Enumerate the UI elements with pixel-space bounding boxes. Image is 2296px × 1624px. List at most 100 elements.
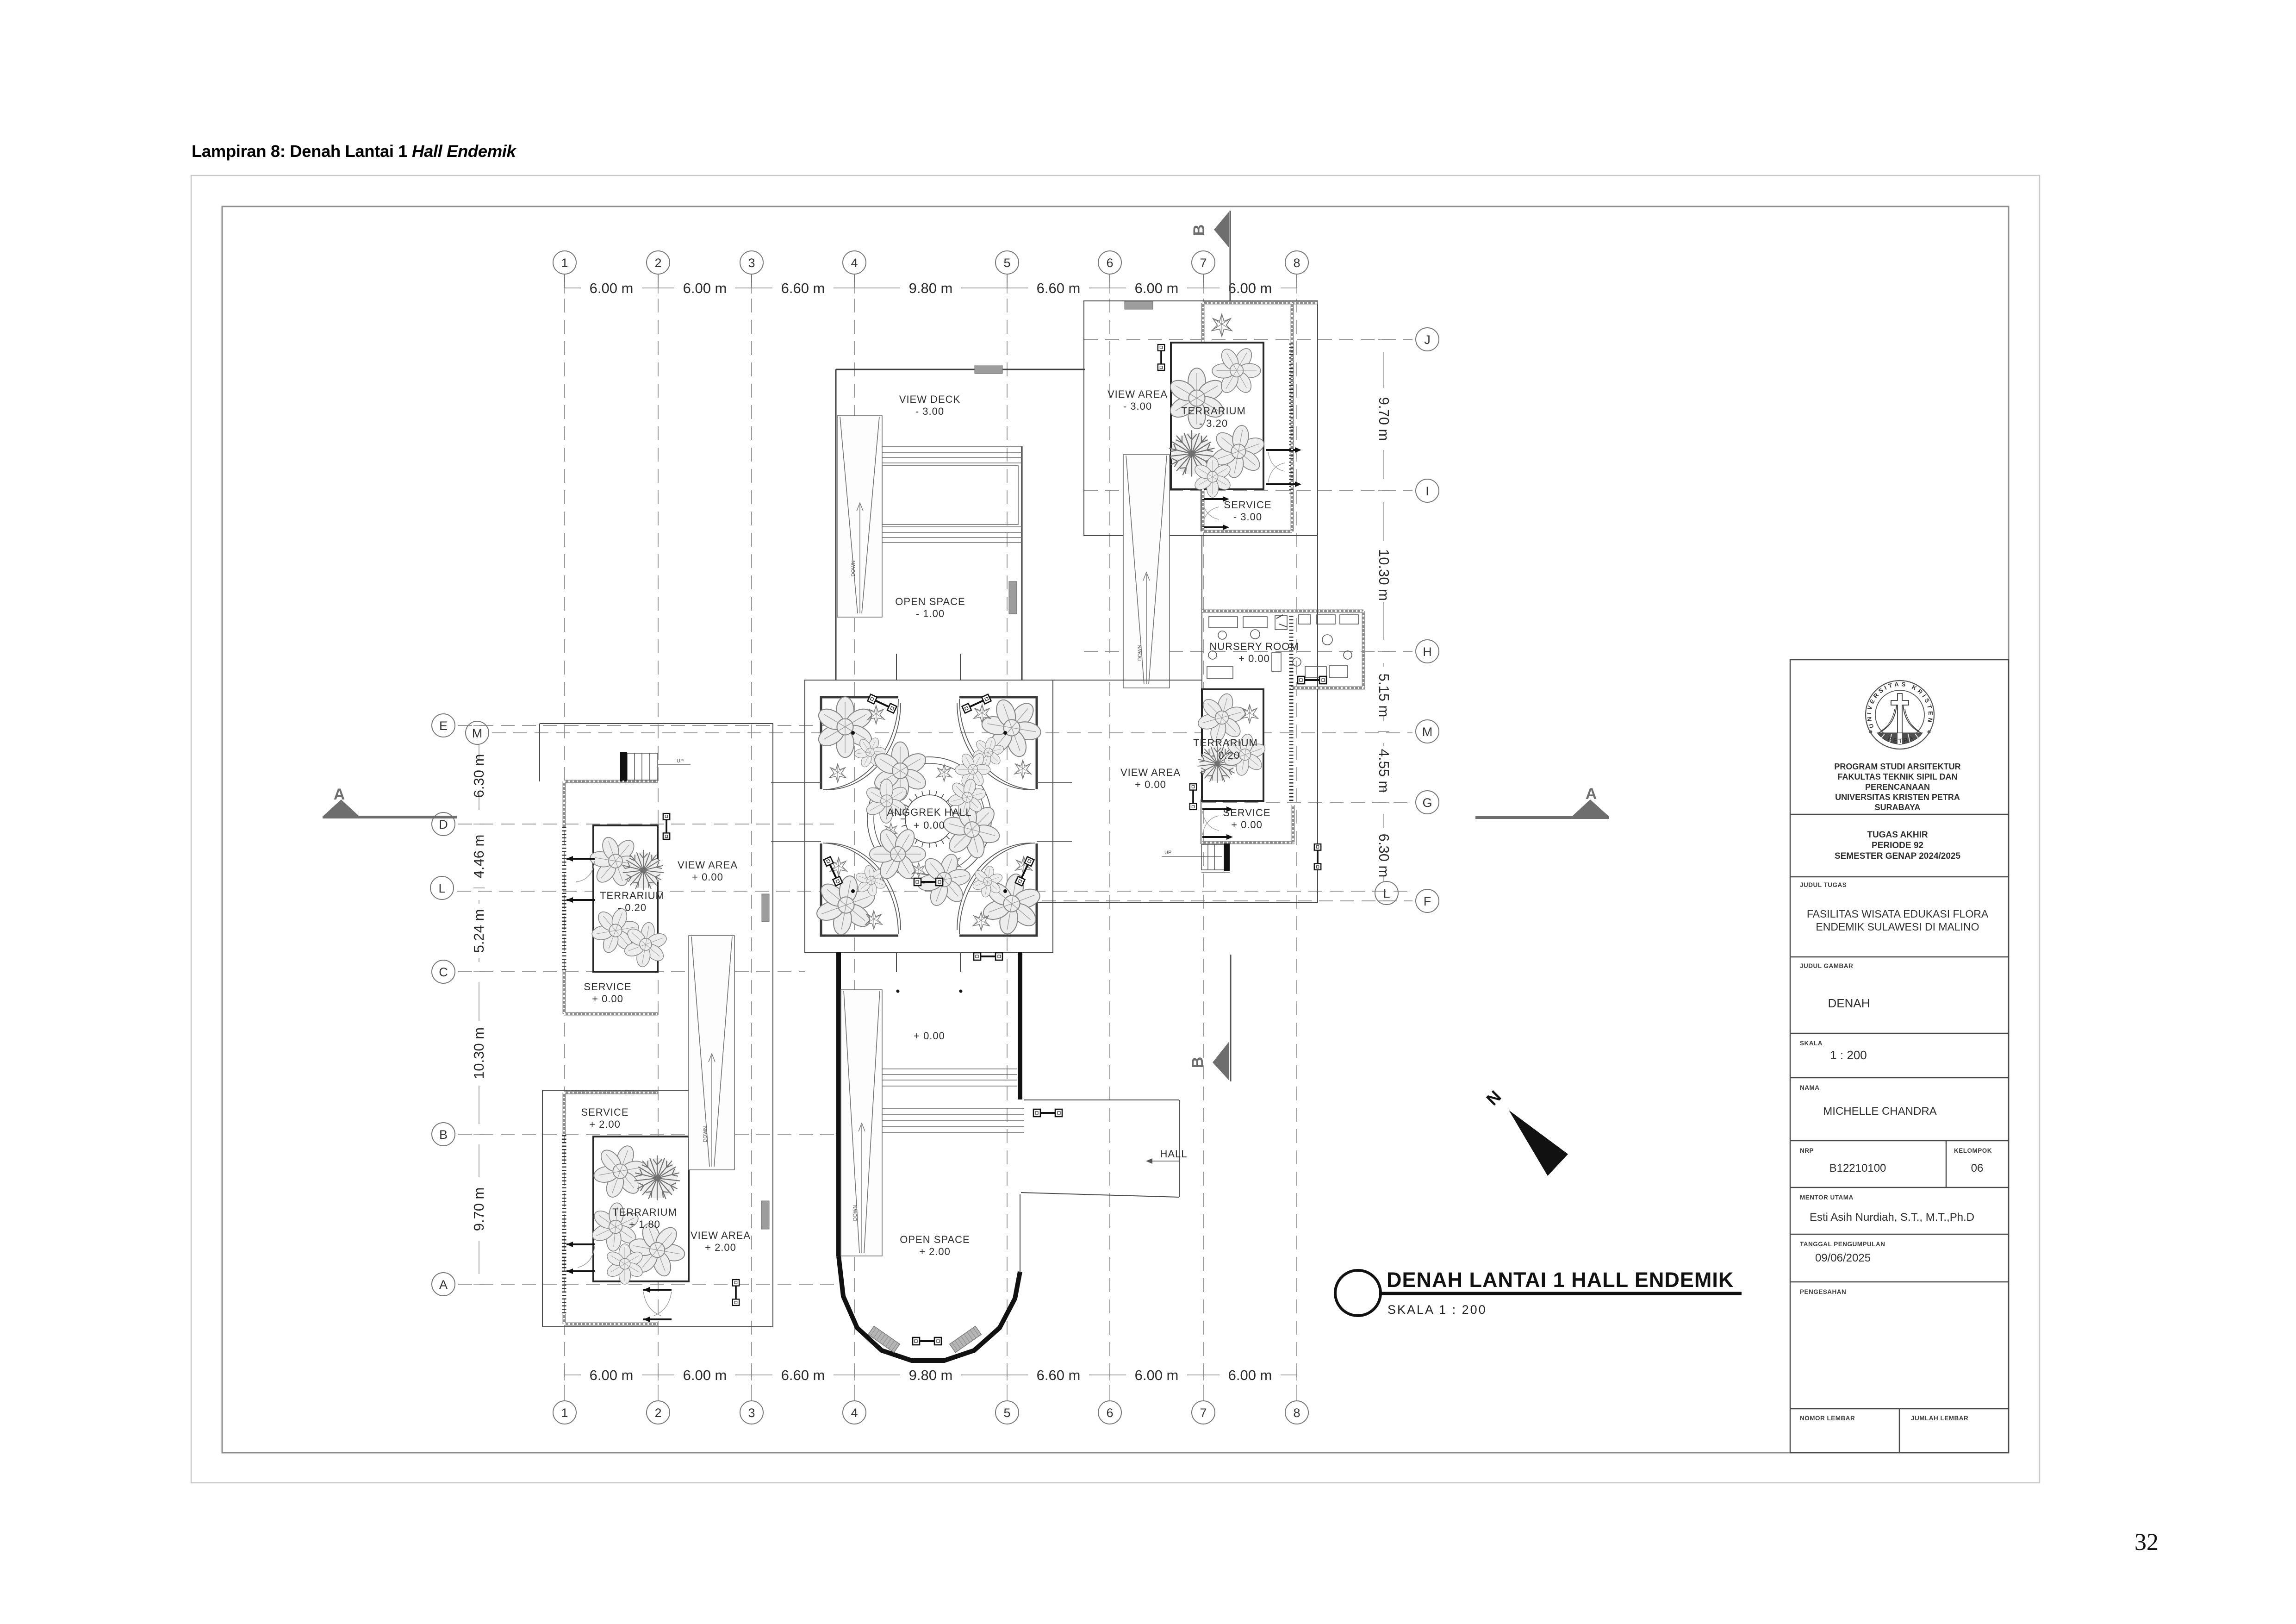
svg-text:4: 4: [851, 1406, 858, 1420]
svg-text:7: 7: [1200, 1406, 1207, 1420]
svg-text:- 0.20: - 0.20: [618, 902, 647, 913]
svg-text:NRP: NRP: [1800, 1147, 1814, 1154]
svg-text:+ 2.00: + 2.00: [919, 1246, 951, 1257]
svg-text:A: A: [1586, 785, 1597, 803]
svg-text:32: 32: [2134, 1529, 2159, 1555]
svg-text:ENDEMIK SULAWESI DI MALINO: ENDEMIK SULAWESI DI MALINO: [1816, 921, 1979, 933]
svg-text:JUDUL TUGAS: JUDUL TUGAS: [1800, 881, 1847, 888]
svg-text:FAKULTAS TEKNIK SIPIL DAN: FAKULTAS TEKNIK SIPIL DAN: [1837, 772, 1957, 781]
svg-text:6.00 m: 6.00 m: [1228, 280, 1272, 296]
svg-text:- 0.20: - 0.20: [1211, 750, 1240, 761]
svg-text:Lampiran 8: Denah Lantai 1 Hal: Lampiran 8: Denah Lantai 1 Hall Endemik: [192, 142, 516, 161]
svg-text:Esti Asih Nurdiah, S.T., M.T.,: Esti Asih Nurdiah, S.T., M.T.,Ph.D: [1810, 1211, 1974, 1224]
svg-text:PENGESAHAN: PENGESAHAN: [1800, 1288, 1846, 1295]
svg-text:KELOMPOK: KELOMPOK: [1954, 1147, 1992, 1154]
svg-text:SKALA 1 : 200: SKALA 1 : 200: [1388, 1303, 1487, 1317]
svg-text:C: C: [439, 965, 448, 979]
svg-text:JUDUL GAMBAR: JUDUL GAMBAR: [1800, 962, 1853, 969]
svg-text:I: I: [1425, 484, 1429, 498]
svg-text:HALL: HALL: [1160, 1148, 1187, 1160]
svg-text:3: 3: [748, 256, 755, 270]
svg-text:6.00 m: 6.00 m: [590, 1367, 634, 1383]
svg-text:6.30 m: 6.30 m: [1376, 834, 1392, 878]
svg-text:- 3.20: - 3.20: [1199, 418, 1228, 429]
svg-text:E: E: [439, 719, 448, 733]
svg-text:VIEW AREA: VIEW AREA: [1108, 388, 1168, 400]
svg-text:VIEW DECK: VIEW DECK: [899, 394, 960, 405]
svg-text:+ 0.00: + 0.00: [1135, 779, 1166, 790]
svg-text:G: G: [1422, 796, 1432, 810]
svg-text:B: B: [1190, 225, 1208, 236]
svg-text:SEMESTER GENAP 2024/2025: SEMESTER GENAP 2024/2025: [1835, 851, 1961, 861]
svg-text:2: 2: [654, 1406, 661, 1420]
svg-text:6.60 m: 6.60 m: [781, 1367, 825, 1383]
svg-text:J: J: [1424, 333, 1431, 347]
svg-text:DOWN: DOWN: [851, 561, 856, 577]
svg-text:1: 1: [561, 1406, 568, 1420]
svg-text:SERVICE: SERVICE: [581, 1106, 628, 1118]
svg-text:9.80 m: 9.80 m: [909, 280, 953, 296]
svg-text:5: 5: [1003, 256, 1010, 270]
svg-text:B: B: [1189, 1057, 1207, 1068]
svg-text:4.55 m: 4.55 m: [1376, 749, 1392, 793]
svg-text:+ 0.00: + 0.00: [914, 1030, 945, 1042]
svg-text:H: H: [1423, 645, 1432, 659]
svg-text:B: B: [439, 1128, 448, 1142]
svg-text:SKALA: SKALA: [1800, 1040, 1823, 1047]
svg-text:+ 0.00: + 0.00: [692, 871, 723, 883]
svg-text:DOWN: DOWN: [1137, 645, 1143, 661]
svg-text:6.60 m: 6.60 m: [1037, 1367, 1081, 1383]
svg-text:6.00 m: 6.00 m: [1135, 280, 1179, 296]
svg-text:TANGGAL PENGUMPULAN: TANGGAL PENGUMPULAN: [1800, 1241, 1885, 1248]
svg-text:+ 0.00: + 0.00: [1238, 653, 1270, 664]
svg-text:6.60 m: 6.60 m: [781, 280, 825, 296]
svg-text:- 3.00: - 3.00: [915, 406, 944, 417]
svg-text:A: A: [439, 1278, 448, 1292]
svg-text:06: 06: [1971, 1162, 1984, 1174]
svg-text:OPEN SPACE: OPEN SPACE: [895, 596, 965, 607]
svg-text:+ 0.00: + 0.00: [914, 819, 945, 831]
svg-text:UP: UP: [677, 758, 684, 764]
svg-text:09/06/2025: 09/06/2025: [1815, 1252, 1871, 1264]
svg-text:D: D: [439, 818, 448, 831]
svg-text:MENTOR UTAMA: MENTOR UTAMA: [1800, 1194, 1854, 1201]
svg-text:5.24 m: 5.24 m: [471, 909, 487, 953]
svg-text:+ 0.00: + 0.00: [592, 993, 623, 1005]
svg-text:5.15 m: 5.15 m: [1376, 674, 1392, 718]
svg-text:PERIODE 92: PERIODE 92: [1872, 841, 1923, 850]
svg-text:SURABAYA: SURABAYA: [1875, 803, 1921, 812]
svg-text:TUGAS AKHIR: TUGAS AKHIR: [1867, 830, 1928, 840]
svg-text:1 : 200: 1 : 200: [1830, 1048, 1867, 1062]
svg-text:L: L: [1383, 887, 1390, 900]
svg-text:VIEW AREA: VIEW AREA: [678, 859, 738, 871]
svg-text:4.46 m: 4.46 m: [471, 835, 487, 879]
svg-text:F: F: [1424, 894, 1431, 908]
svg-text:6.00 m: 6.00 m: [683, 280, 727, 296]
svg-text:6.30 m: 6.30 m: [471, 754, 487, 798]
svg-text:SERVICE: SERVICE: [1224, 499, 1271, 511]
svg-text:MICHELLE CHANDRA: MICHELLE CHANDRA: [1823, 1105, 1936, 1118]
svg-text:JUMLAH LEMBAR: JUMLAH LEMBAR: [1911, 1415, 1968, 1422]
svg-text:6.00 m: 6.00 m: [1228, 1367, 1272, 1383]
svg-text:ANGGREK HALL: ANGGREK HALL: [887, 806, 971, 818]
svg-text:DENAH LANTAI 1 HALL ENDEMIK: DENAH LANTAI 1 HALL ENDEMIK: [1387, 1268, 1734, 1292]
svg-text:9.70 m: 9.70 m: [471, 1187, 487, 1231]
svg-text:VIEW AREA: VIEW AREA: [691, 1230, 751, 1241]
svg-text:DOWN: DOWN: [703, 1126, 708, 1143]
svg-text:M: M: [1422, 725, 1433, 739]
svg-text:TERRARIUM: TERRARIUM: [1193, 737, 1258, 749]
svg-text:PERENCANAAN: PERENCANAAN: [1865, 782, 1930, 792]
svg-text:UNIVERSITAS KRISTEN PETRA: UNIVERSITAS KRISTEN PETRA: [1835, 793, 1960, 802]
svg-text:+ 2.00: + 2.00: [705, 1242, 736, 1253]
svg-text:+ 2.00: + 2.00: [589, 1118, 621, 1130]
svg-text:TERRARIUM: TERRARIUM: [612, 1206, 677, 1218]
svg-text:6.00 m: 6.00 m: [590, 280, 634, 296]
svg-text:6.00 m: 6.00 m: [1135, 1367, 1179, 1383]
svg-text:6.00 m: 6.00 m: [683, 1367, 727, 1383]
svg-text:OPEN SPACE: OPEN SPACE: [900, 1234, 970, 1245]
svg-text:9.80 m: 9.80 m: [909, 1367, 953, 1383]
svg-text:VIEW AREA: VIEW AREA: [1120, 767, 1181, 778]
svg-text:NOMOR LEMBAR: NOMOR LEMBAR: [1800, 1415, 1855, 1422]
svg-text:SERVICE: SERVICE: [584, 981, 631, 993]
svg-text:+ 1.80: + 1.80: [629, 1218, 660, 1230]
